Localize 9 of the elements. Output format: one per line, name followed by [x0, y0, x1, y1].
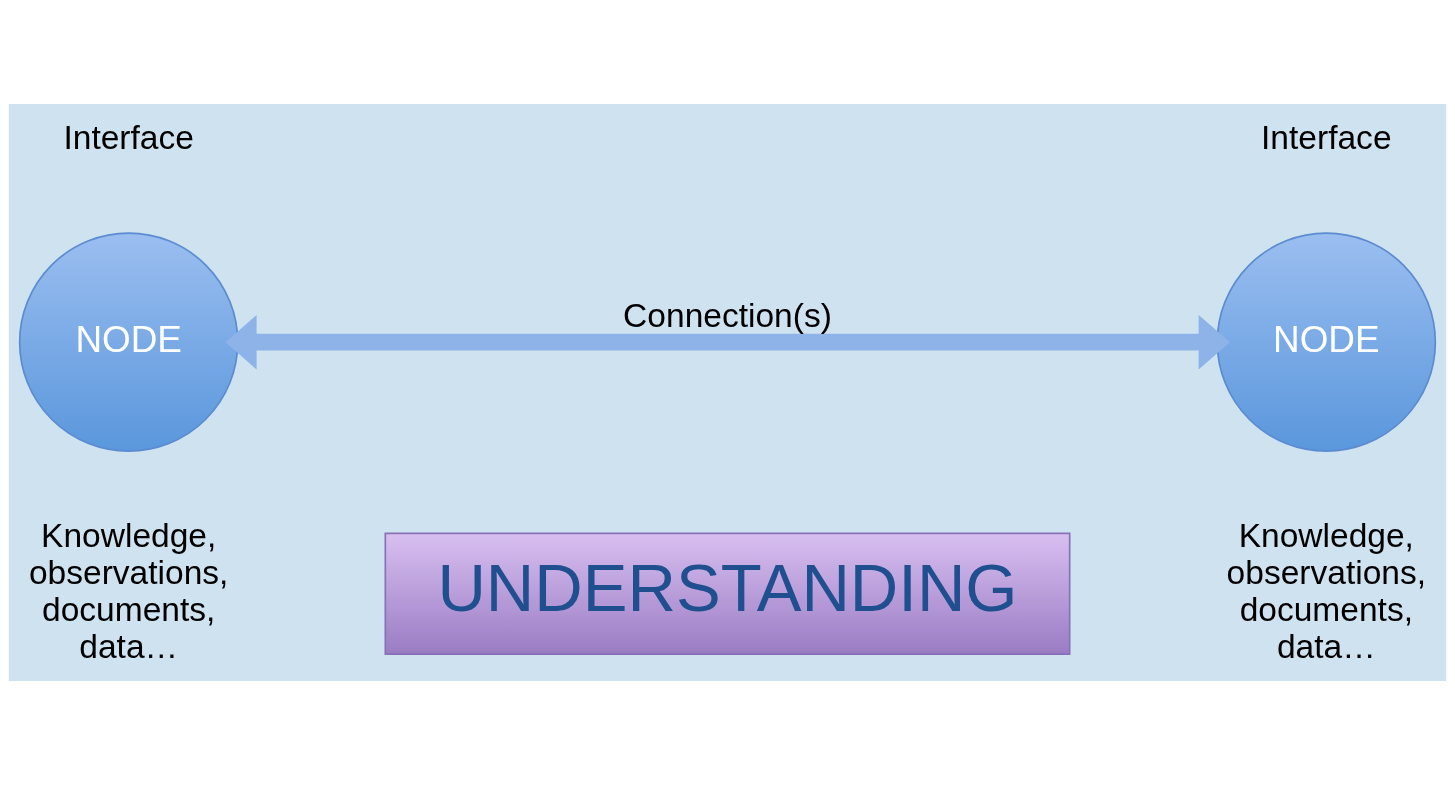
node-circle: NODE	[18, 232, 239, 453]
node-label: Interface	[63, 119, 194, 157]
node-label: Knowledge, observations, documents, data…	[1226, 516, 1427, 665]
node-box: UNDERSTANDING	[384, 532, 1071, 655]
arrow	[225, 314, 1230, 370]
edge-label: Connection(s)	[623, 297, 832, 335]
node-label: Interface	[1261, 119, 1392, 157]
node-circle: NODE	[1216, 232, 1437, 453]
node-label: Knowledge, observations, documents, data…	[28, 516, 229, 665]
